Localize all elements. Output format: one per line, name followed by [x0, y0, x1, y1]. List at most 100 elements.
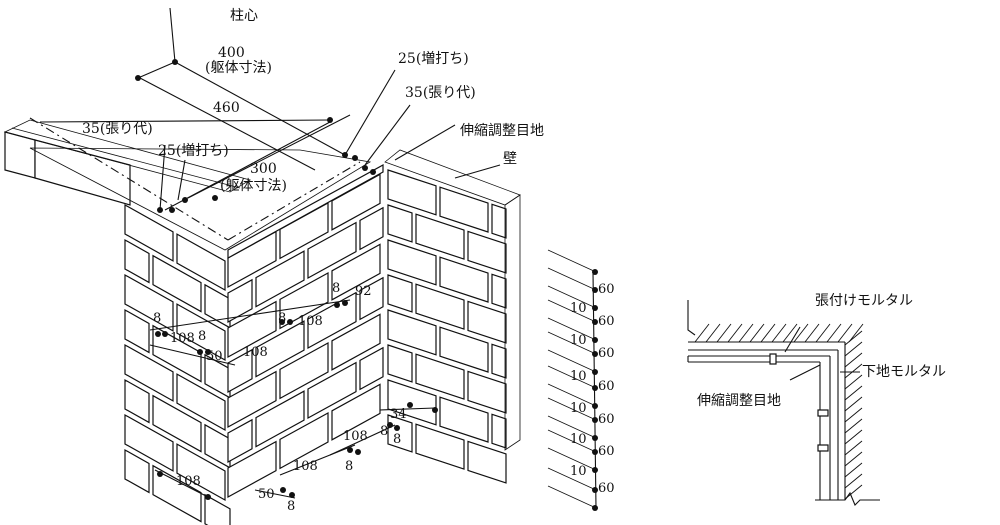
label-expansion-joint-detail: 伸縮調整目地 [697, 393, 781, 409]
scale-tick [547, 467, 597, 491]
brick [227, 348, 253, 394]
top-lip [227, 163, 384, 260]
hatch-line [771, 323, 787, 343]
hatch-line [844, 451, 863, 467]
scale-dot [592, 467, 598, 473]
brick [204, 493, 231, 525]
hatch-line [844, 407, 863, 423]
bottom-dimension-lines [154, 402, 438, 500]
hatch-line [705, 323, 721, 343]
course-label: 60 [598, 346, 615, 361]
dim-label: 108 [293, 459, 318, 474]
dimension-lines [39, 7, 501, 213]
label-frame-dim-1: (躯体寸法) [205, 60, 272, 76]
brick [255, 250, 305, 308]
brick [359, 276, 384, 321]
scale-dot [592, 351, 598, 357]
scale-tick [547, 415, 597, 439]
dim-label: 50 [206, 349, 223, 364]
dim-label: 108 [343, 429, 368, 444]
dim-label: 8 [380, 424, 388, 439]
brick [491, 343, 507, 379]
brick [227, 278, 253, 324]
row-dimension-labels: 8 108 8 50 108 8 108 8 92 [153, 281, 372, 364]
hatch-line [844, 440, 863, 456]
dim-label: 8 [198, 329, 206, 344]
course-label: 10 [570, 432, 587, 447]
hatch-line [844, 462, 863, 478]
brick-face-left [124, 203, 231, 525]
brick [279, 271, 329, 330]
dim-label: 8 [278, 311, 286, 326]
hatch-line [844, 374, 863, 390]
scale-dot [592, 385, 598, 391]
brick [387, 414, 413, 453]
brick [279, 411, 329, 470]
scale-dot [592, 403, 598, 409]
scale-dot [592, 435, 598, 441]
left-wall-slab [3, 119, 252, 206]
hatch-line [844, 385, 863, 401]
brick [124, 273, 174, 332]
brick [491, 273, 507, 309]
brick [176, 233, 226, 292]
hatch-line [826, 323, 842, 343]
brick [176, 443, 226, 502]
hatch-line [844, 418, 863, 434]
dim-label: 108 [243, 345, 268, 360]
course-label: 10 [570, 301, 587, 316]
dim-label: 34 [390, 407, 407, 422]
dim-label: 8 [153, 311, 161, 326]
scale-dot [592, 369, 598, 375]
labels: 柱心 400 (躯体寸法) 460 300 (躯体寸法) 25(増打ち) 35(… [82, 8, 946, 409]
scale-dot [592, 287, 598, 293]
brick [467, 370, 507, 414]
course-label: 60 [598, 314, 615, 329]
dim-label: 108 [170, 331, 195, 346]
top-surface [29, 117, 372, 251]
hatch-line [793, 323, 809, 343]
brick [124, 448, 150, 494]
brick [491, 203, 507, 239]
label-allowance-35-left: 35(張り代) [82, 121, 153, 137]
brick [439, 256, 489, 303]
row-dimension-lines [149, 299, 351, 366]
hatch-line [716, 323, 732, 343]
hatch-line [815, 323, 831, 343]
dim-label: 8 [393, 432, 401, 447]
dim-label: 108 [298, 314, 323, 329]
label-tile-mortar: 張付けモルタル [815, 293, 913, 309]
hatch-line [844, 396, 863, 412]
brick [491, 413, 507, 449]
hatch-line [844, 341, 863, 357]
brick [415, 213, 465, 260]
hatch-line [727, 323, 743, 343]
hatch-line [749, 323, 765, 343]
course-label: 10 [570, 369, 587, 384]
brick [387, 204, 413, 243]
course-dimension-scale [547, 249, 598, 511]
brick [387, 274, 413, 313]
scale-tick [547, 331, 597, 355]
brick [331, 243, 381, 301]
label-column-center: 柱心 [230, 8, 258, 24]
brick [279, 341, 329, 400]
course-label: 60 [598, 379, 615, 394]
scale-dot [592, 269, 598, 275]
scale-tick [547, 447, 597, 471]
dim-label: 50 [258, 487, 275, 502]
hatch-line [694, 323, 710, 343]
dim-label: 8 [332, 281, 340, 296]
brick [415, 353, 465, 400]
label-dim-460: 460 [213, 100, 240, 116]
scale-tick [547, 285, 597, 309]
brick [387, 169, 437, 216]
brick [152, 464, 202, 523]
brick [415, 423, 465, 470]
brick [176, 303, 226, 362]
label-allowance-35-top: 35(張り代) [405, 85, 476, 101]
brick [467, 230, 507, 274]
brick [359, 346, 384, 391]
scale-dot [592, 305, 598, 311]
course-label: 10 [570, 464, 587, 479]
